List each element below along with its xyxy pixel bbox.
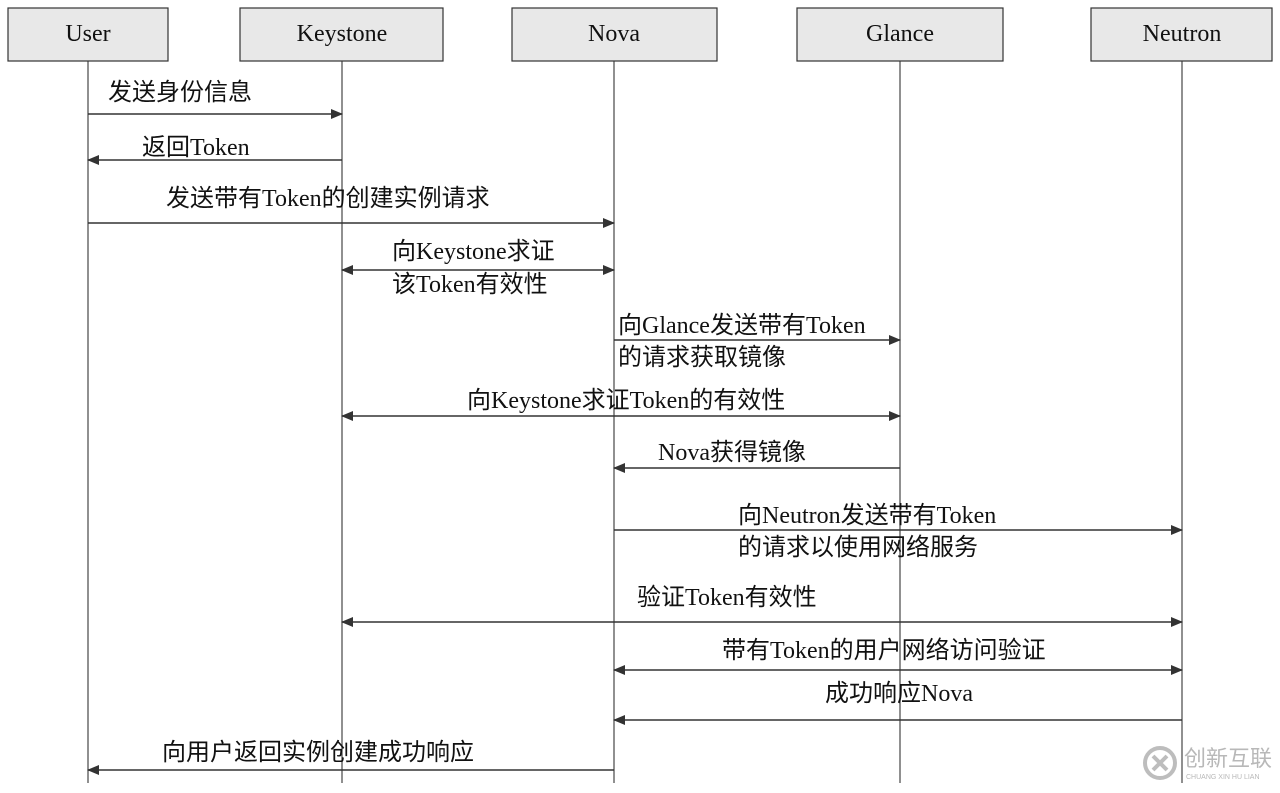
watermark-logo-icon xyxy=(1143,746,1177,780)
actor-label-neutron: Neutron xyxy=(1143,21,1222,47)
message-label-nova-verify-token-line-2: 该Token有效性 xyxy=(392,271,548,298)
actor-user: User xyxy=(7,7,169,62)
actor-keystone: Keystone xyxy=(239,7,444,62)
actor-box-user xyxy=(7,7,169,62)
message-glance-image-request: 向Glance发送带有Token 的请求获取镜像 xyxy=(614,312,901,371)
message-user-network-access-verify: 带有Token的用户网络访问验证 xyxy=(613,637,1183,675)
message-send-credentials: 发送身份信息 xyxy=(88,79,343,119)
actor-label-keystone: Keystone xyxy=(297,21,388,47)
actors: User Keystone Nova Glance Neutron xyxy=(7,7,1273,62)
message-glance-verify-token: 向Keystone求证Token的有效性 xyxy=(341,387,901,421)
message-create-instance-request: 发送带有Token的创建实例请求 xyxy=(88,185,615,228)
message-return-success-to-user: 向用户返回实例创建成功响应 xyxy=(87,739,614,775)
actor-label-glance: Glance xyxy=(866,21,934,47)
watermark: 创新互联 CHUANG XIN HU LIAN xyxy=(1143,746,1272,781)
message-success-response-nova: 成功响应Nova xyxy=(613,680,1182,725)
watermark-pinyin: CHUANG XIN HU LIAN xyxy=(1186,774,1260,781)
message-label-success-response-nova: 成功响应Nova xyxy=(825,680,973,707)
message-neutron-network-request: 向Neutron发送带有Token 的请求以使用网络服务 xyxy=(614,502,1183,561)
message-return-token: 返回Token xyxy=(87,134,342,165)
actor-glance: Glance xyxy=(796,7,1004,62)
message-label-send-credentials: 发送身份信息 xyxy=(108,79,252,106)
message-label-nova-receives-image: Nova获得镜像 xyxy=(658,439,806,466)
message-label-neutron-network-request-line-2: 的请求以使用网络服务 xyxy=(738,534,978,561)
actor-box-keystone xyxy=(239,7,444,62)
message-label-neutron-network-request-line-1: 向Neutron发送带有Token xyxy=(738,502,996,529)
actor-box-glance xyxy=(796,7,1004,62)
actor-nova: Nova xyxy=(511,7,718,62)
message-label-return-token: 返回Token xyxy=(142,134,250,161)
watermark-brand: 创新互联 xyxy=(1184,746,1272,771)
message-label-glance-image-request-line-2: 的请求获取镜像 xyxy=(618,344,786,371)
actor-neutron: Neutron xyxy=(1090,7,1273,62)
message-label-nova-verify-token-line-1: 向Keystone求证 xyxy=(392,238,555,265)
actor-label-user: User xyxy=(65,21,110,47)
message-label-glance-image-request-line-1: 向Glance发送带有Token xyxy=(618,312,866,339)
message-neutron-verify-token: 验证Token有效性 xyxy=(341,584,1183,627)
message-label-neutron-verify-token: 验证Token有效性 xyxy=(637,584,817,611)
actor-box-nova xyxy=(511,7,718,62)
actor-label-nova: Nova xyxy=(588,21,640,47)
lifelines xyxy=(87,61,1183,783)
message-nova-receives-image: Nova获得镜像 xyxy=(613,439,900,473)
message-label-return-success-to-user: 向用户返回实例创建成功响应 xyxy=(162,739,474,766)
message-label-user-network-access-verify: 带有Token的用户网络访问验证 xyxy=(722,637,1046,664)
message-label-create-instance-request: 发送带有Token的创建实例请求 xyxy=(166,185,490,212)
message-label-glance-verify-token: 向Keystone求证Token的有效性 xyxy=(467,387,785,414)
actor-box-neutron xyxy=(1090,7,1273,62)
